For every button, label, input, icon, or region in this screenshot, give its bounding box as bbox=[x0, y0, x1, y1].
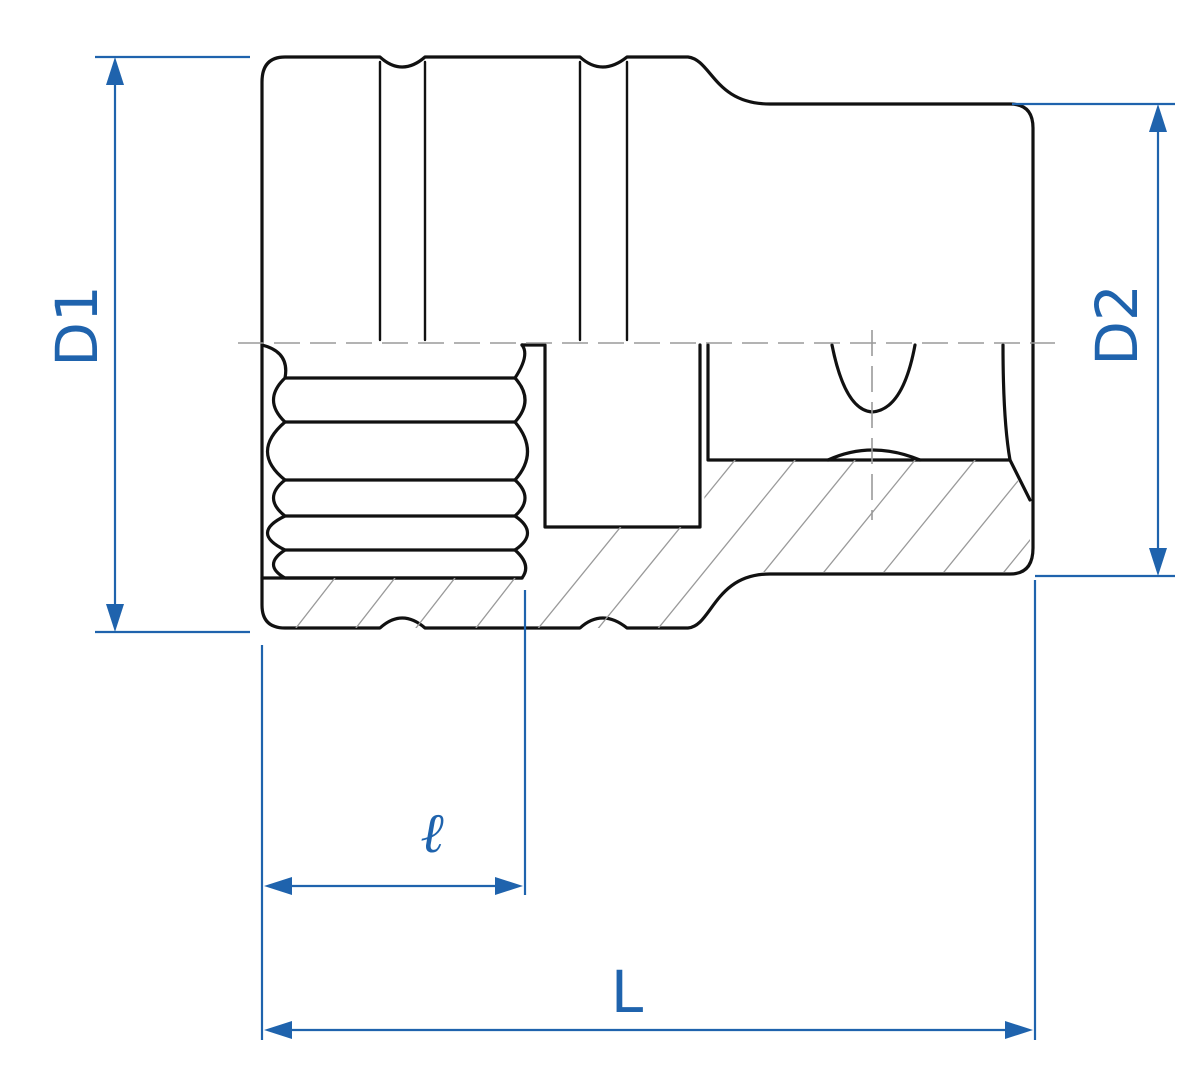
drive-cavity bbox=[706, 343, 1012, 462]
l-small-label: ℓ bbox=[420, 801, 444, 866]
dimension-l-small bbox=[260, 590, 527, 1040]
d1-label: D1 bbox=[43, 285, 111, 367]
dimension-d1 bbox=[95, 55, 250, 634]
socket-outline bbox=[260, 55, 1035, 630]
section-hatch-right bbox=[530, 460, 1030, 628]
l-total-label: L bbox=[611, 958, 643, 1026]
inner-step bbox=[520, 343, 702, 529]
dimension-d2 bbox=[1012, 102, 1175, 578]
socket-body bbox=[238, 55, 1055, 630]
dimension-l-total bbox=[264, 580, 1037, 1040]
bore-flutes bbox=[260, 343, 530, 580]
d2-label: D2 bbox=[1083, 284, 1151, 366]
section-hatch-left bbox=[295, 578, 516, 628]
ball-detent-hole-lower bbox=[826, 448, 922, 462]
drive-chamfer bbox=[1008, 458, 1032, 502]
ball-detent-hole bbox=[830, 343, 917, 414]
